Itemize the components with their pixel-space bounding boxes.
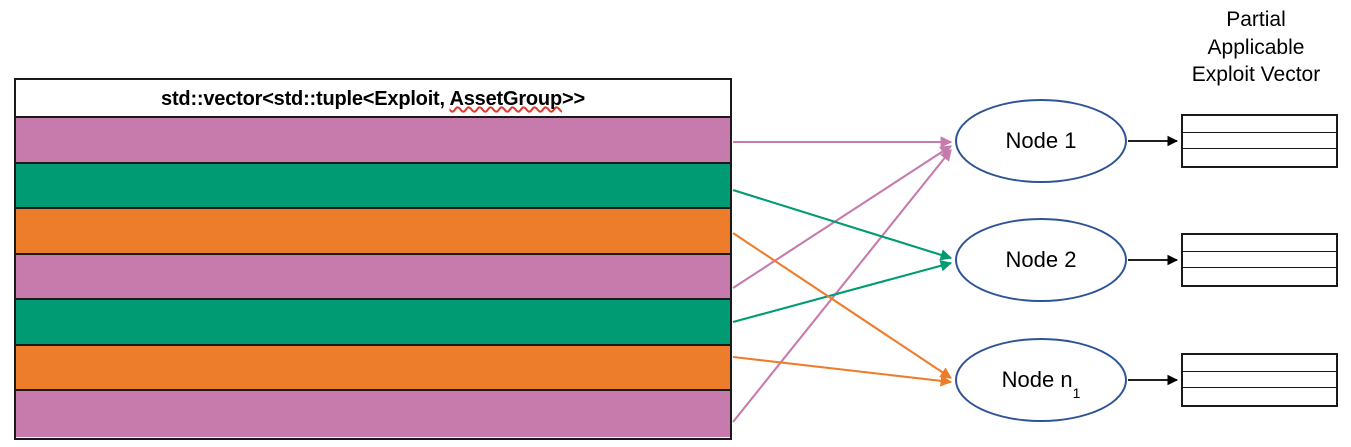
- output-vector-3: [1181, 353, 1338, 407]
- node-2-label: Node 2: [1005, 247, 1077, 272]
- vector-row-6[interactable]: [16, 345, 730, 392]
- edge-row4-to-node1: [732, 145, 952, 289]
- node-n1[interactable]: Node n1: [955, 338, 1127, 422]
- node-n1-label: Node n1: [1001, 367, 1081, 400]
- edge-row3-to-noden1: [732, 232, 952, 379]
- output-vector-1: [1181, 114, 1338, 168]
- pae-label-line-1: Partial: [1226, 8, 1286, 31]
- header-suffix: >>: [561, 88, 585, 110]
- node-n1-base: Node n: [1001, 367, 1073, 392]
- edge-row6-to-noden1: [732, 355, 953, 387]
- exploit-assetgroup-vector-table: std::vector<std::tuple<Exploit, AssetGro…: [14, 78, 732, 440]
- pae-label-line-3: Exploit Vector: [1191, 63, 1321, 87]
- vector-row-3[interactable]: [16, 209, 730, 255]
- output-vector-2-row-3[interactable]: [1183, 268, 1336, 285]
- output-vector-2-row-1[interactable]: [1183, 235, 1336, 252]
- vector-row-5[interactable]: [16, 300, 730, 346]
- node-1-label: Node 1: [1005, 128, 1077, 153]
- node-n1-subscript: 1: [1072, 385, 1081, 402]
- output-vector-1-row-3[interactable]: [1183, 149, 1336, 166]
- output-vector-3-row-2[interactable]: [1183, 372, 1336, 389]
- output-vector-3-row-3[interactable]: [1183, 388, 1336, 405]
- vector-row-1[interactable]: [16, 118, 730, 164]
- edge-row2-to-node2: [732, 188, 953, 261]
- output-vector-1-row-1[interactable]: [1183, 116, 1336, 133]
- output-vector-2-row-2[interactable]: [1183, 252, 1336, 269]
- edge-row5-to-node2: [732, 260, 953, 324]
- output-vector-1-row-2[interactable]: [1183, 133, 1336, 150]
- edge-row7-to-node1: [732, 149, 952, 423]
- output-vector-3-row-1[interactable]: [1183, 355, 1336, 372]
- vector-row-7[interactable]: [16, 391, 730, 437]
- vector-row-4[interactable]: [16, 254, 730, 301]
- node-2[interactable]: Node 2: [955, 218, 1127, 302]
- partial-applicable-exploit-vector-label: Partial Applicable Exploit Vector: [1166, 6, 1346, 89]
- output-vector-2: [1181, 233, 1338, 287]
- header-misspelled-token: AssetGroup: [449, 88, 563, 110]
- vector-type-header: std::vector<std::tuple<Exploit, AssetGro…: [16, 80, 730, 118]
- node-1[interactable]: Node 1: [955, 99, 1127, 183]
- vector-row-2[interactable]: [16, 163, 730, 210]
- header-prefix: std::vector<std::tuple<Exploit,: [161, 88, 450, 110]
- pae-label-line-2: Applicable: [1207, 35, 1305, 59]
